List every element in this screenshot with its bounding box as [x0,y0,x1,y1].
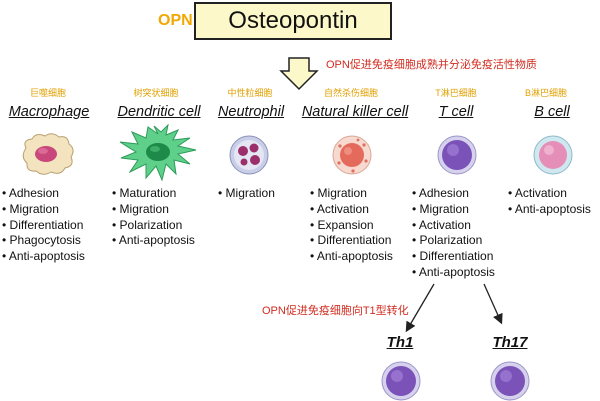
cell-name-dendritic: Dendritic cell [117,104,201,120]
subset-name-th1: Th1 [386,334,414,351]
list-item: Differentiation [412,249,495,265]
dendritic-cell-icon [119,124,197,182]
list-item: Phagocytosis [2,233,85,249]
neutrophil-function-list: Migration [218,186,275,202]
nk-cell-icon [332,135,372,175]
note-maturation: OPN促进免疫细胞成熟并分泌免疫活性物质 [326,59,537,71]
bcell-function-list: Activation Anti-apoptosis [508,186,591,218]
list-item: Differentiation [310,233,393,249]
list-item: Migration [310,186,393,202]
list-item: Expansion [310,218,393,234]
list-item: Anti-apoptosis [112,233,195,249]
t-cell-icon [437,135,477,175]
cell-name-macrophage: Macrophage [8,104,90,120]
macrophage-function-list: Adhesion Migration Differentiation Phago… [2,186,85,265]
th1-cell-icon [381,361,421,401]
dendritic-function-list: Maturation Migration Polarization Anti-a… [112,186,195,249]
cell-name-tcell: T cell [438,104,474,120]
opn-abbreviation: OPN [158,12,193,29]
subset-name-th17: Th17 [492,334,528,351]
list-item: Polarization [112,218,195,234]
list-item: Polarization [412,233,495,249]
tcell-function-list: Adhesion Migration Activation Polarizati… [412,186,495,281]
note-t1-conversion: OPN促进免疫细胞向T1型转化 [262,305,409,317]
list-item: Activation [412,218,495,234]
arrow-to-th17 [483,283,503,325]
osteopontin-title-box: Osteopontin [194,2,392,40]
list-item: Adhesion [412,186,495,202]
nk-function-list: Migration Activation Expansion Different… [310,186,393,265]
list-item: Maturation [112,186,195,202]
list-item: Differentiation [2,218,85,234]
list-item: Adhesion [2,186,85,202]
macrophage-cell-icon [22,133,74,175]
list-item: Anti-apoptosis [310,249,393,265]
down-arrow-icon [279,57,319,91]
cn-label-neutrophil: 中性粒细胞 [227,88,273,98]
list-item: Activation [310,202,393,218]
list-item: Migration [112,202,195,218]
cell-name-nk: Natural killer cell [301,104,409,120]
list-item: Anti-apoptosis [508,202,591,218]
neutrophil-cell-icon [229,135,269,175]
list-item: Anti-apoptosis [2,249,85,265]
branch-arrows [405,283,503,333]
cn-label-nk: 自然杀伤细胞 [323,88,378,98]
arrow-to-th1 [405,283,435,333]
cell-name-bcell: B cell [534,104,570,120]
cn-label-tcell: T淋巴细胞 [435,88,477,98]
list-item: Anti-apoptosis [412,265,495,281]
list-item: Activation [508,186,591,202]
cn-label-dendritic: 树突状细胞 [133,88,179,98]
list-item: Migration [2,202,85,218]
th17-cell-icon [490,361,530,401]
b-cell-icon [533,135,573,175]
cn-label-macrophage: 巨噬细胞 [29,88,66,98]
list-item: Migration [218,186,275,202]
cn-label-bcell: B淋巴细胞 [524,88,567,98]
cell-name-neutrophil: Neutrophil [217,104,285,120]
list-item: Migration [412,202,495,218]
page-title: Osteopontin [228,7,358,34]
